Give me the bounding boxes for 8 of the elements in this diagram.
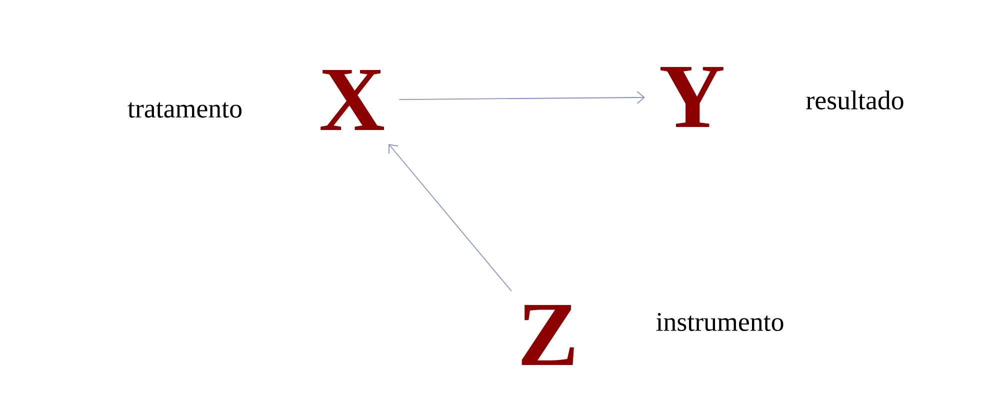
- arrow: [388, 144, 512, 292]
- arrow: [398, 91, 645, 104]
- letter: Y: [660, 67, 724, 127]
- letter: Z: [522, 305, 574, 365]
- node-label: tratamento: [128, 102, 242, 118]
- node-label: resultado: [806, 90, 904, 110]
- node-label: instrumento: [656, 312, 784, 332]
- letter: X: [320, 70, 384, 130]
